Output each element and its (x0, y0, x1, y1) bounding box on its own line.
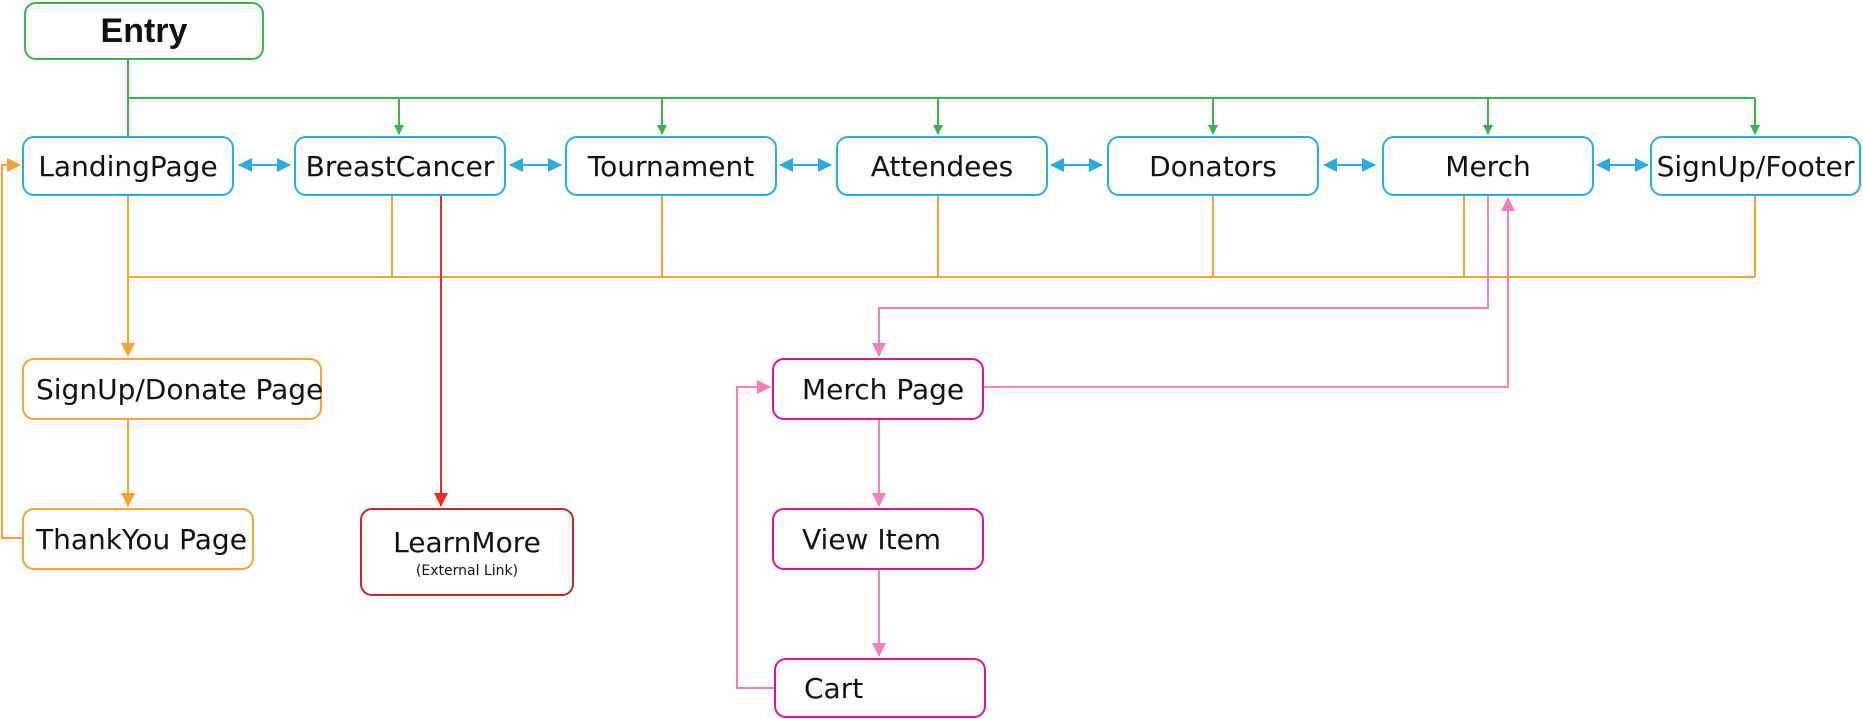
signup-connectors (1, 158, 1756, 539)
external-link-note: (External Link) (415, 562, 519, 579)
attendees-node[interactable]: Attendees (836, 136, 1048, 196)
donators-node[interactable]: Donators (1107, 136, 1319, 196)
landing-page-label: LandingPage (38, 149, 218, 183)
attendees-label: Attendees (870, 149, 1014, 183)
signup-footer-label: SignUp/Footer (1656, 149, 1855, 183)
learnmore-label: LearnMore (393, 525, 541, 559)
merch-label: Merch (1445, 149, 1531, 183)
view-item-label: View Item (802, 522, 942, 556)
learnmore-node[interactable]: LearnMore (External Link) (360, 508, 574, 596)
merch-page-label: Merch Page (802, 372, 965, 406)
signup-donate-page-label: SignUp/Donate Page (36, 372, 324, 406)
tournament-label: Tournament (587, 149, 755, 183)
signup-donate-page-node[interactable]: SignUp/Donate Page (22, 358, 324, 420)
breast-cancer-label: BreastCancer (305, 149, 495, 183)
thankyou-page-node[interactable]: ThankYou Page (22, 508, 254, 570)
signup-footer-node[interactable]: SignUp/Footer (1650, 136, 1861, 196)
entry-connectors (127, 60, 1760, 136)
tournament-node[interactable]: Tournament (565, 136, 777, 196)
merch-node[interactable]: Merch (1382, 136, 1594, 196)
entry-node[interactable]: Entry (24, 2, 264, 60)
cart-node[interactable]: Cart (774, 658, 986, 718)
merch-connectors (736, 196, 1515, 689)
breast-cancer-node[interactable]: BreastCancer (294, 136, 506, 196)
landing-page-node[interactable]: LandingPage (22, 136, 234, 196)
thankyou-page-label: ThankYou Page (36, 522, 247, 556)
entry-label: Entry (100, 11, 188, 50)
cart-label: Cart (804, 671, 864, 705)
view-item-node[interactable]: View Item (772, 508, 984, 570)
merch-page-node[interactable]: Merch Page (772, 358, 984, 420)
donators-label: Donators (1149, 149, 1277, 183)
